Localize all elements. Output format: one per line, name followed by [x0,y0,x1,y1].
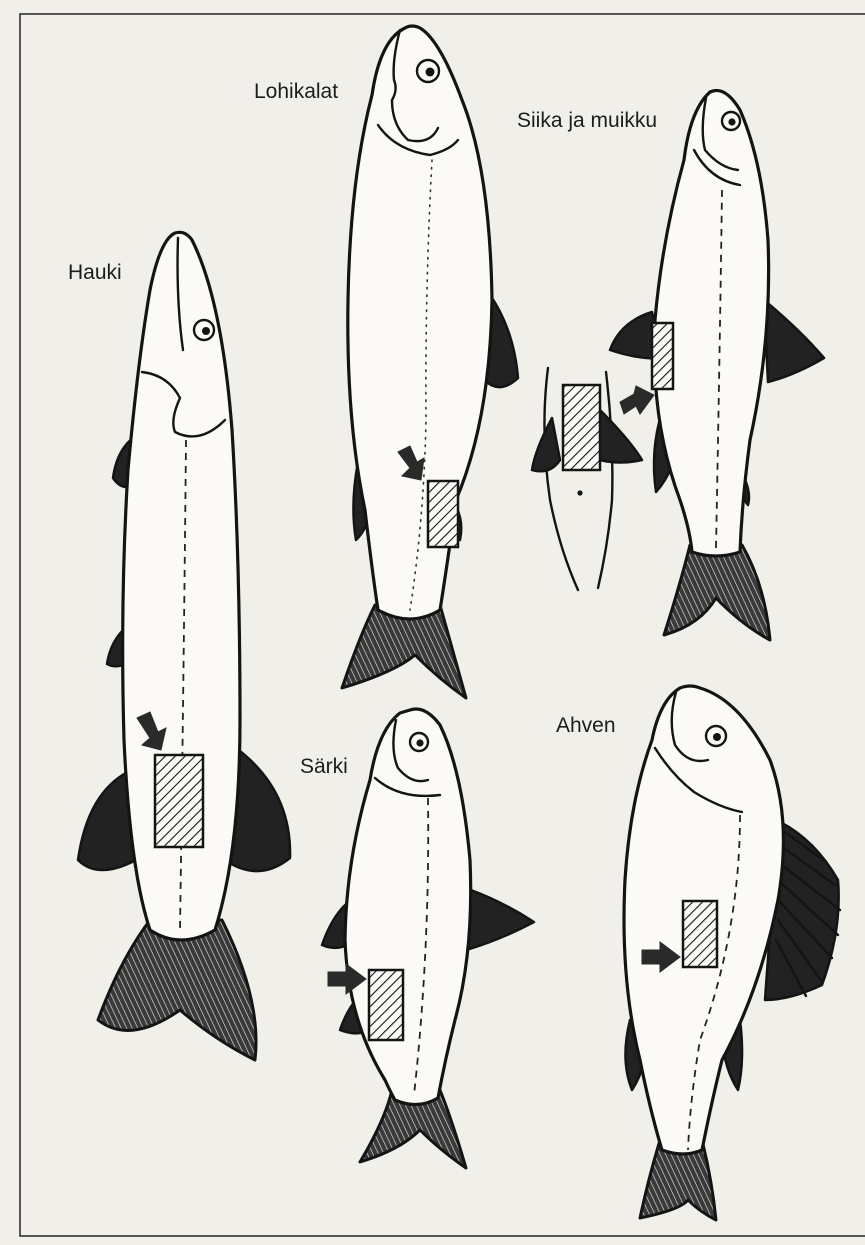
tail-fin [664,545,770,640]
vent-dot [577,490,582,495]
fin-pectoral-right [764,300,824,382]
fish-ahven: Ahven [556,686,840,1220]
label-siika-ja-muikku: Siika ja muikku [517,109,657,132]
fish-sarki: Särki [300,709,534,1168]
fin-pectoral-right [465,888,534,950]
sample-area [155,755,203,847]
label-lohikalat: Lohikalat [254,80,338,103]
fish-body [348,26,492,619]
label-sarki: Särki [300,755,348,778]
sample-area [683,901,717,967]
sample-area [652,323,673,389]
fish-body [345,709,471,1105]
fish-lohikalat: Lohikalat [254,26,518,698]
label-hauki: Hauki [68,261,122,284]
fin-left [532,418,560,471]
arrow-icon [620,386,654,414]
fish-siika-ja-muikku: Siika ja muikku [517,90,824,640]
fish-hauki: Hauki [68,232,290,1060]
label-ahven: Ahven [556,714,616,737]
sample-area [563,385,600,470]
fin-right [598,408,642,463]
sample-area [369,970,403,1040]
sample-area [428,481,458,547]
